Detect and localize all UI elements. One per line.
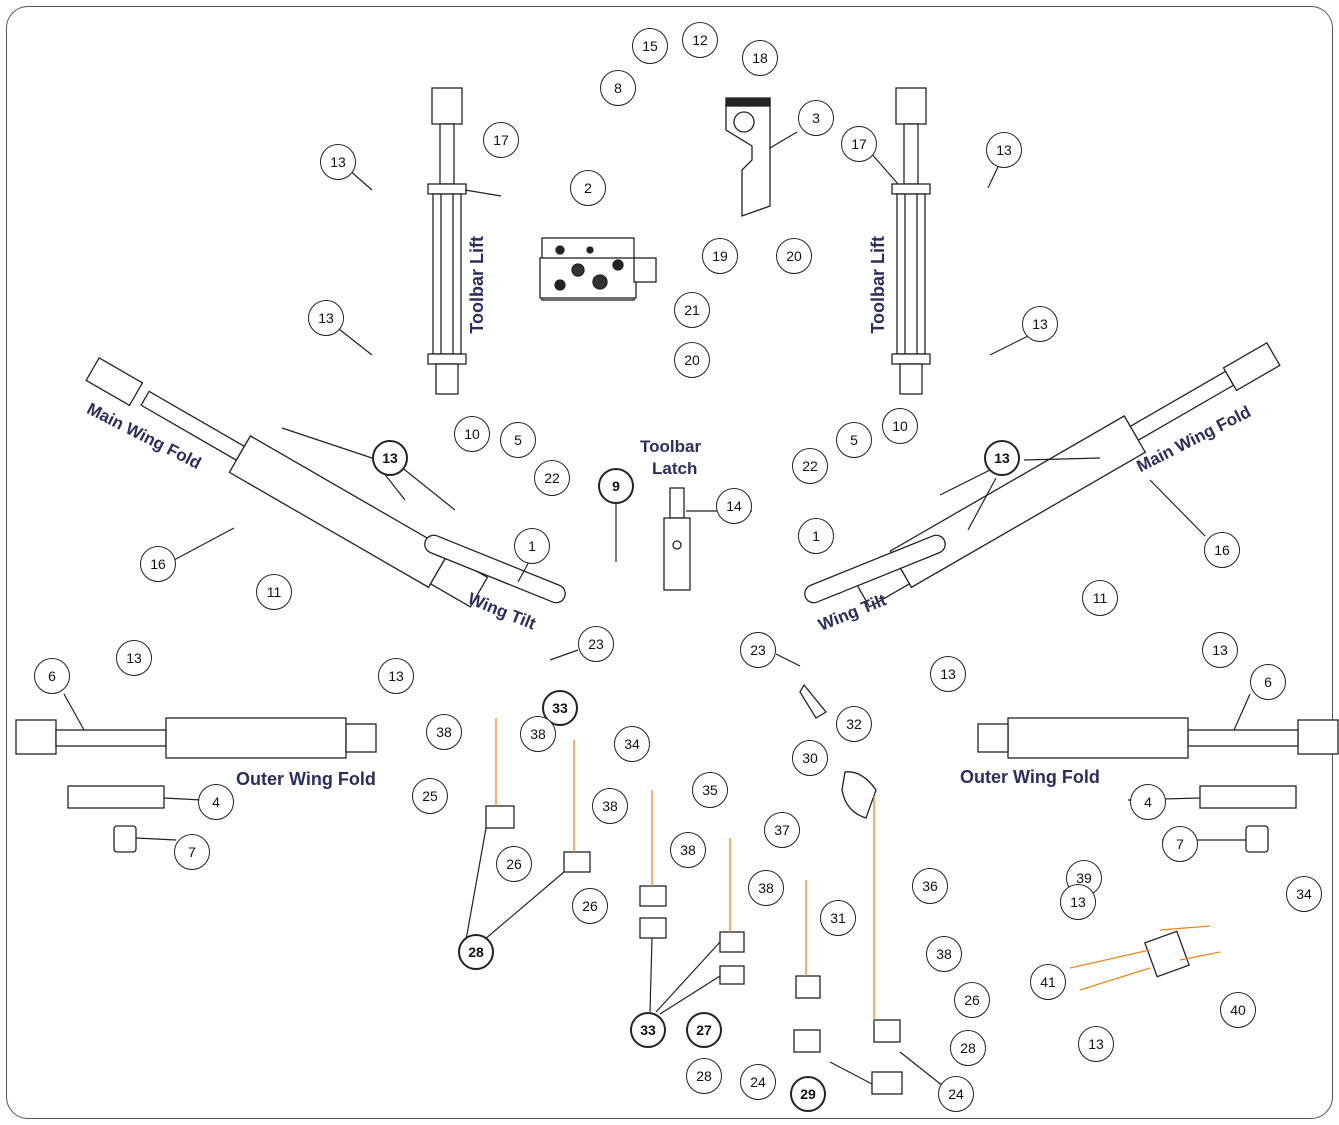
outer-wing-fold-label-right: Outer Wing Fold — [960, 767, 1100, 787]
callout-1-right: 1 — [798, 518, 834, 554]
callout-10-left: 10 — [454, 416, 490, 452]
callout-32: 32 — [836, 706, 872, 742]
callout-34-b: 34 — [1286, 876, 1322, 912]
callout-13-h: 13 — [378, 658, 414, 694]
callout-33-a: 33 — [542, 690, 578, 726]
callout-8: 8 — [600, 70, 636, 106]
main-wing-fold-cylinder-left — [85, 356, 489, 608]
callout-12: 12 — [682, 22, 718, 58]
callout-13-g: 13 — [116, 640, 152, 676]
callout-13-e: 13 — [372, 440, 408, 476]
callout-17-right: 17 — [841, 126, 877, 162]
latch-cylinder — [663, 487, 691, 591]
callout-23-right: 23 — [740, 632, 776, 668]
channel-right — [1199, 785, 1297, 809]
callout-16-left: 16 — [140, 546, 176, 582]
callout-14: 14 — [716, 488, 752, 524]
callout-13-k: 13 — [1060, 884, 1096, 920]
callout-10-right: 10 — [882, 408, 918, 444]
callout-7-left: 7 — [174, 834, 210, 870]
wing-tilt-plate-right — [804, 534, 946, 604]
wing-tilt-plate-left — [424, 534, 566, 604]
callout-23-left: 23 — [578, 626, 614, 662]
callout-26-right: 26 — [954, 982, 990, 1018]
callout-13-d: 13 — [1022, 306, 1058, 342]
callout-24-left: 24 — [740, 1064, 776, 1100]
callout-13-b: 13 — [986, 132, 1022, 168]
callout-3: 3 — [798, 100, 834, 136]
callout-5-left: 5 — [500, 422, 536, 458]
valve-block — [539, 237, 657, 301]
callout-6-right: 6 — [1250, 664, 1286, 700]
callout-25: 25 — [412, 778, 448, 814]
callout-37: 37 — [764, 812, 800, 848]
callout-28-left: 28 — [458, 934, 494, 970]
callout-17-left: 17 — [483, 122, 519, 158]
callout-28-bottom: 28 — [686, 1058, 722, 1094]
callout-13-j: 13 — [1202, 632, 1238, 668]
cap-right — [1245, 825, 1269, 853]
callout-1-left: 1 — [514, 528, 550, 564]
callout-4-right: 4 — [1130, 784, 1166, 820]
callout-38-b: 38 — [520, 716, 556, 752]
callout-40: 40 — [1220, 992, 1256, 1028]
callout-13-f: 13 — [984, 440, 1020, 476]
callout-33-b: 33 — [630, 1012, 666, 1048]
callout-11-right: 11 — [1082, 580, 1118, 616]
callout-38-c: 38 — [592, 788, 628, 824]
toolbar-latch-label-line1: Toolbar — [640, 437, 702, 456]
callout-38-e: 38 — [748, 870, 784, 906]
callout-38-d: 38 — [670, 832, 706, 868]
toolbar-lift-label-right: Toolbar Lift — [868, 236, 888, 334]
callout-27: 27 — [686, 1012, 722, 1048]
callout-4-left: 4 — [198, 784, 234, 820]
callout-36: 36 — [912, 868, 948, 904]
callout-21: 21 — [674, 292, 710, 328]
callout-35: 35 — [692, 772, 728, 808]
callout-16-right: 16 — [1204, 532, 1240, 568]
callout-9: 9 — [598, 468, 634, 504]
callout-11-left: 11 — [256, 574, 292, 610]
callout-29: 29 — [790, 1076, 826, 1112]
callout-22-right: 22 — [792, 448, 828, 484]
outer-wing-fold-cylinder-left — [15, 717, 377, 759]
callout-41: 41 — [1030, 964, 1066, 1000]
callout-13-l: 13 — [1078, 1026, 1114, 1062]
callout-34-a: 34 — [614, 726, 650, 762]
channel-left — [67, 785, 165, 809]
callout-15: 15 — [632, 28, 668, 64]
fitting-30 — [841, 771, 877, 819]
callout-22-left: 22 — [534, 460, 570, 496]
callout-18: 18 — [742, 40, 778, 76]
callout-5-right: 5 — [836, 422, 872, 458]
callout-30: 30 — [792, 740, 828, 776]
callout-26-a: 26 — [496, 846, 532, 882]
outer-wing-fold-cylinder-right — [977, 717, 1339, 759]
callout-2: 2 — [570, 170, 606, 206]
diagram-frame — [6, 6, 1333, 1119]
toolbar-lift-cylinder-right — [891, 87, 931, 395]
callout-13-i: 13 — [930, 656, 966, 692]
callout-6-left: 6 — [34, 658, 70, 694]
toolbar-lift-label-left: Toolbar Lift — [467, 236, 487, 334]
callout-13-c: 13 — [308, 300, 344, 336]
callout-7-right: 7 — [1162, 826, 1198, 862]
callout-26-b: 26 — [572, 888, 608, 924]
toolbar-latch-label-line2: Latch — [652, 459, 698, 478]
toolbar-lift-cylinder-left — [427, 87, 467, 395]
callout-13-a: 13 — [320, 144, 356, 180]
callout-38-f: 38 — [926, 936, 962, 972]
cap-left — [113, 825, 137, 853]
outer-wing-fold-label-left: Outer Wing Fold — [236, 769, 376, 789]
callout-20-b: 20 — [674, 342, 710, 378]
callout-28-right: 28 — [950, 1030, 986, 1066]
callout-19: 19 — [702, 238, 738, 274]
callout-31: 31 — [820, 900, 856, 936]
callout-20-a: 20 — [776, 238, 812, 274]
callout-38-a: 38 — [426, 714, 462, 750]
callout-24-right: 24 — [938, 1076, 974, 1112]
